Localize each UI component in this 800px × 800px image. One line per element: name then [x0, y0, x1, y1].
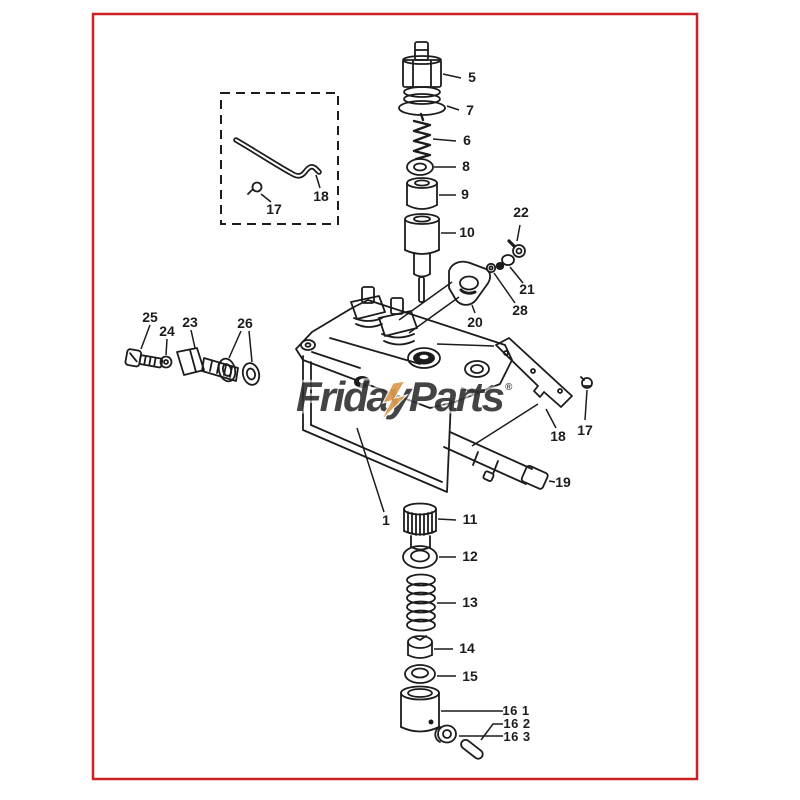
- part-13-spring: [406, 573, 436, 632]
- leader-20: [471, 304, 476, 314]
- part-8-washer: [406, 158, 434, 176]
- callout-10: 10: [459, 224, 475, 240]
- callout-12: 12: [462, 548, 478, 564]
- mount-line-18: [436, 343, 495, 347]
- part-18-plate: [495, 337, 573, 408]
- mount-line-20a: [398, 281, 453, 321]
- leader-7: [446, 105, 460, 111]
- leader-18-box: [315, 174, 321, 189]
- part-21-fitting: [495, 254, 515, 270]
- leader-18-right: [545, 408, 557, 429]
- callout-5: 5: [468, 69, 476, 85]
- callout-25: 25: [142, 309, 158, 325]
- part-6-spring: [412, 112, 432, 161]
- leader-28: [493, 272, 516, 304]
- part-9-spacer: [406, 177, 438, 210]
- callout-26: 26: [237, 315, 253, 331]
- leader-19: [548, 480, 556, 483]
- leader-24: [165, 338, 168, 356]
- leader-25: [140, 324, 151, 350]
- leader-17-box: [260, 193, 272, 203]
- callout-17-box: 17: [266, 201, 282, 217]
- dashed-inset-box: [220, 92, 339, 225]
- callout-16-1: 16 1: [502, 703, 529, 718]
- part-7-spring-seat: [398, 86, 446, 116]
- callout-28: 28: [512, 302, 528, 318]
- part-22-bolt: [507, 239, 526, 258]
- part-14-spring-seat: [407, 635, 433, 659]
- part-16-3-pin: [460, 738, 484, 760]
- callout-1: 1: [382, 512, 390, 528]
- leader-23: [190, 329, 196, 349]
- watermark-logo: FridayParts FridayParts ®: [294, 371, 514, 423]
- callout-14: 14: [459, 640, 475, 656]
- leader-21: [509, 266, 524, 284]
- leader-22: [516, 224, 521, 242]
- part-12-washer: [402, 545, 438, 569]
- part-20-clamp: [448, 260, 492, 306]
- callout-18-box: 18: [313, 188, 329, 204]
- callout-21: 21: [519, 281, 535, 297]
- leader-16-2: [480, 723, 503, 741]
- part-19-camshaft: [443, 431, 549, 490]
- watermark-bolt-icon: [380, 380, 409, 422]
- part-17-clip-right: [580, 376, 593, 389]
- leader-1: [356, 427, 385, 513]
- leader-11: [437, 518, 457, 521]
- callout-20: 20: [467, 314, 483, 330]
- leader-6: [432, 138, 457, 142]
- callout-19: 19: [555, 474, 571, 490]
- callout-16-2: 16 2: [503, 716, 530, 731]
- part-24-nut: [159, 355, 173, 369]
- part-18-rod: [233, 137, 322, 179]
- part-28-nut: [485, 262, 497, 274]
- callout-6: 6: [463, 132, 471, 148]
- callout-9: 9: [461, 186, 469, 202]
- part-17-clip: [247, 181, 263, 195]
- part-15-shim-ring: [404, 664, 436, 684]
- leader-26a: [228, 330, 242, 359]
- callout-7: 7: [466, 102, 474, 118]
- part-10-delivery-valve: [404, 213, 440, 303]
- callout-23: 23: [182, 314, 198, 330]
- callout-15: 15: [462, 668, 478, 684]
- part-16-1-tappet: [400, 685, 440, 733]
- callout-18-right: 18: [550, 428, 566, 444]
- part-5-valve-holder: [402, 41, 442, 88]
- leader-17-right: [584, 389, 588, 421]
- callout-22: 22: [513, 204, 529, 220]
- callout-8: 8: [462, 158, 470, 174]
- callout-13: 13: [462, 594, 478, 610]
- callout-17-right: 17: [577, 422, 593, 438]
- red-border-frame: [91, 12, 699, 781]
- watermark-registered-mark: ®: [505, 382, 513, 393]
- part-26-washers: [217, 357, 261, 386]
- leader-5: [442, 73, 462, 79]
- part-16-2-roller: [434, 724, 457, 744]
- callout-24: 24: [159, 323, 175, 339]
- mount-line-18b: [471, 403, 539, 447]
- part-11-coupling: [403, 502, 437, 551]
- callout-11: 11: [463, 511, 478, 527]
- leader-26b: [248, 330, 253, 363]
- part-25-screw: [124, 348, 164, 369]
- callout-16-3: 16 3: [503, 729, 530, 744]
